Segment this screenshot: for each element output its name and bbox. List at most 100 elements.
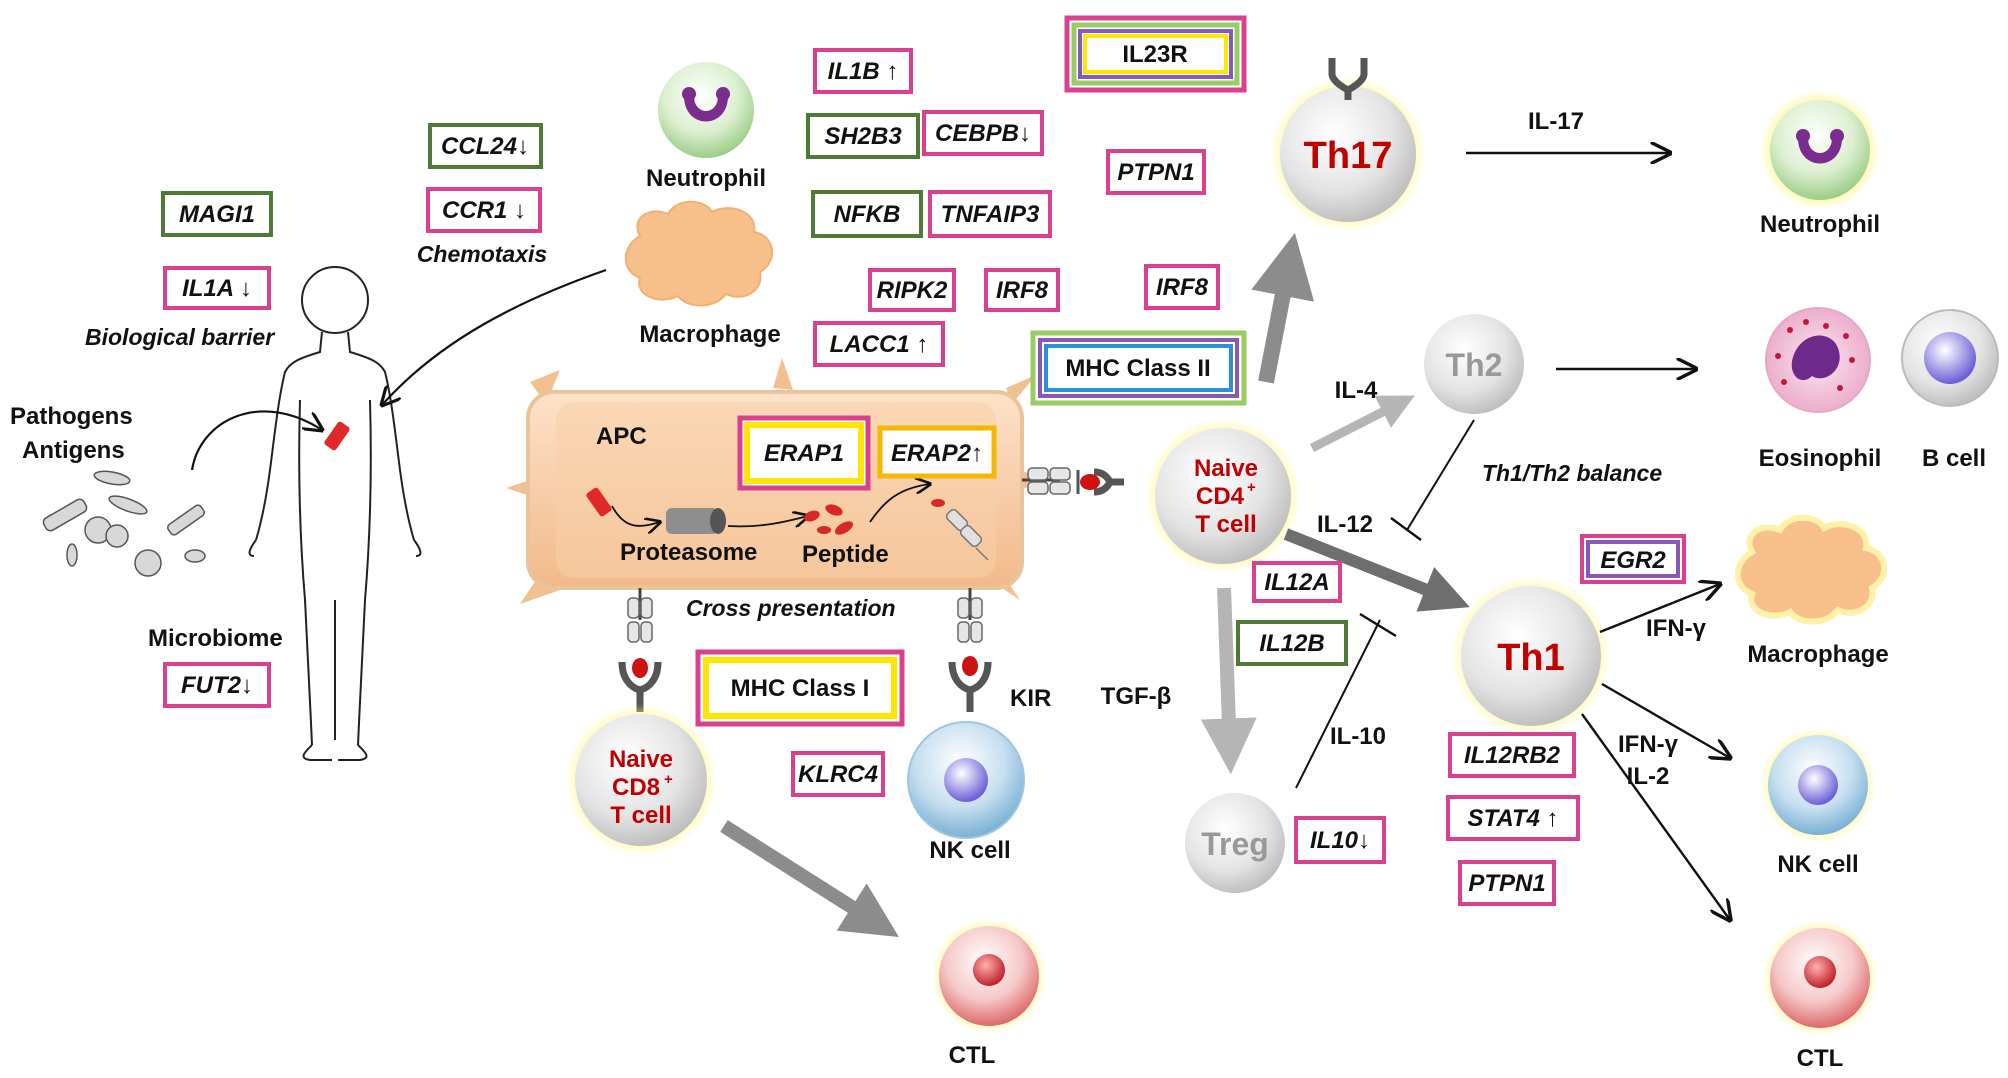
gene-nfkb: NFKB: [811, 190, 923, 238]
ctl-bottom-cell: [931, 918, 1047, 1034]
arrow-th1-to-nk: [1601, 682, 1730, 758]
b-cell: [1901, 309, 1999, 407]
inhibit-bar-treg-th1: [1359, 612, 1397, 638]
svg-text:IL10↓: IL10↓: [1310, 827, 1370, 854]
kir-label: KIR: [1010, 685, 1051, 712]
b-cell-label: B cell: [1922, 445, 1986, 472]
gene-cebpb: CEBPB↓: [922, 110, 1044, 156]
inhibit-th2-th1: [1406, 419, 1475, 531]
gene-il1a: IL1A ↓: [163, 266, 271, 310]
svg-text:IRF8: IRF8: [1156, 274, 1209, 301]
th1-label: Th1: [1497, 637, 1565, 679]
arrow-cd4-to-treg: [1200, 587, 1257, 775]
arrow-th1-to-ctl: [1581, 713, 1730, 920]
svg-text:TNFAIP3: TNFAIP3: [941, 201, 1040, 228]
gene-mhc-class-i: MHC Class I: [695, 649, 905, 727]
svg-text:SH2B3: SH2B3: [824, 123, 902, 150]
naive-cd8-label-sup: +: [664, 771, 673, 788]
gene-ripk2: RIPK2: [868, 268, 956, 312]
naive-cd8-label-line3: T cell: [610, 802, 671, 829]
th1-th2-balance-label: Th1/Th2 balance: [1482, 460, 1662, 486]
gene-ccr1: CCR1 ↓: [426, 187, 542, 233]
tgfb-label: TGF-β: [1101, 683, 1172, 710]
mhc-class-i-receptor-cd8: [618, 588, 662, 712]
mhc-loading-icon: [945, 508, 989, 561]
svg-text:IL23R: IL23R: [1122, 41, 1187, 68]
neutrophil-top-cell: [658, 62, 754, 158]
gene-il12rb2: IL12RB2: [1448, 732, 1576, 778]
neutrophil-right-cell: [1760, 90, 1880, 210]
ctl-bottom-label: CTL: [949, 1042, 996, 1069]
naive-cd4-label-line3: T cell: [1195, 511, 1256, 538]
antigen-fragment-apc: [586, 487, 612, 517]
gene-ccl24: CCL24↓: [428, 123, 543, 169]
naive-cd4-t-cell: [1145, 418, 1301, 574]
il10-label: IL-10: [1330, 723, 1386, 750]
gene-ptpn1-bottom: PTPN1: [1458, 860, 1556, 906]
arrow-cd8-to-ctl: [720, 820, 899, 938]
svg-text:IL12A: IL12A: [1264, 569, 1329, 596]
arrow-to-proteasome: [611, 505, 660, 526]
arrow-macrophage-to-body: [382, 268, 607, 405]
treg-label: Treg: [1201, 826, 1269, 862]
microbiome-label: Microbiome: [148, 625, 283, 652]
cross-presentation-label: Cross presentation: [686, 595, 896, 621]
biological-barrier-label: Biological barrier: [85, 324, 275, 350]
svg-text:ERAP2↑: ERAP2↑: [891, 440, 983, 467]
svg-text:NFKB: NFKB: [834, 201, 901, 228]
gene-il23r: IL23R: [1064, 15, 1247, 93]
eosinophil-cell: [1765, 307, 1871, 413]
gene-il1b: IL1B ↑: [813, 48, 913, 94]
nk-cell-mid-label: NK cell: [929, 837, 1010, 864]
arrow-cd4-to-th2: [1309, 395, 1415, 453]
gene-erap1: ERAP1: [737, 415, 871, 491]
svg-text:MHC Class I: MHC Class I: [731, 675, 870, 702]
svg-text:MHC Class II: MHC Class II: [1065, 355, 1210, 382]
arrow-to-mhc-loading: [869, 484, 930, 523]
pathogens-label: Pathogens: [10, 403, 133, 430]
svg-text:IRF8: IRF8: [996, 277, 1049, 304]
svg-text:ERAP1: ERAP1: [764, 440, 844, 467]
apc-label: APC: [596, 423, 647, 450]
antigens-label: Antigens: [22, 437, 125, 464]
gene-klrc4: KLRC4: [791, 751, 885, 797]
naive-cd4-label-line2: CD4: [1196, 483, 1245, 510]
peptide-icon: [804, 504, 854, 535]
gene-il12a: IL12A: [1252, 561, 1342, 603]
peptide-fragment-icon: [931, 499, 945, 507]
human-body-figure: [248, 266, 422, 761]
gene-mhc-class-ii: MHC Class II: [1030, 330, 1247, 406]
gene-stat4: STAT4 ↑: [1446, 795, 1580, 841]
inhibit-bar-th2-th1: [1390, 517, 1422, 541]
ifng-macrophage-label: IFN-γ: [1646, 615, 1707, 642]
arrow-cd4-to-th1: [1283, 528, 1470, 612]
th1-cell: [1451, 576, 1611, 736]
ctl-right-label: CTL: [1797, 1045, 1844, 1072]
gene-ptpn1-top: PTPN1: [1106, 149, 1206, 195]
th2-cell: [1424, 314, 1524, 414]
arrow-to-peptide: [727, 516, 808, 526]
inhibit-treg-th1: [1295, 619, 1381, 789]
il17-label: IL-17: [1528, 108, 1584, 135]
macrophage-right-cell: [1734, 514, 1888, 625]
proteasome-icon: [666, 508, 726, 534]
mhc-class-i-receptor-nk: [948, 588, 992, 712]
gene-irf8-a: IRF8: [984, 268, 1060, 312]
naive-cd8-label-line1: Naive: [609, 746, 673, 773]
gene-tnfaip3: TNFAIP3: [928, 190, 1052, 238]
svg-text:IL12RB2: IL12RB2: [1464, 742, 1561, 769]
naive-cd4-label-line1: Naive: [1194, 455, 1258, 482]
svg-text:MAGI1: MAGI1: [179, 201, 255, 228]
th2-label: Th2: [1446, 347, 1503, 383]
naive-cd8-t-cell: [565, 704, 717, 856]
svg-text:KLRC4: KLRC4: [798, 761, 878, 788]
chemotaxis-label: Chemotaxis: [417, 241, 547, 267]
arrow-pathogens-to-body: [190, 410, 322, 471]
svg-text:CCL24↓: CCL24↓: [441, 133, 529, 160]
mhc-class-ii-receptor: [1022, 467, 1124, 496]
macrophage-top-cell: [624, 200, 774, 307]
neutrophil-top-label: Neutrophil: [646, 165, 766, 192]
gene-egr2: EGR2: [1580, 534, 1686, 584]
svg-text:PTPN1: PTPN1: [1468, 870, 1545, 897]
